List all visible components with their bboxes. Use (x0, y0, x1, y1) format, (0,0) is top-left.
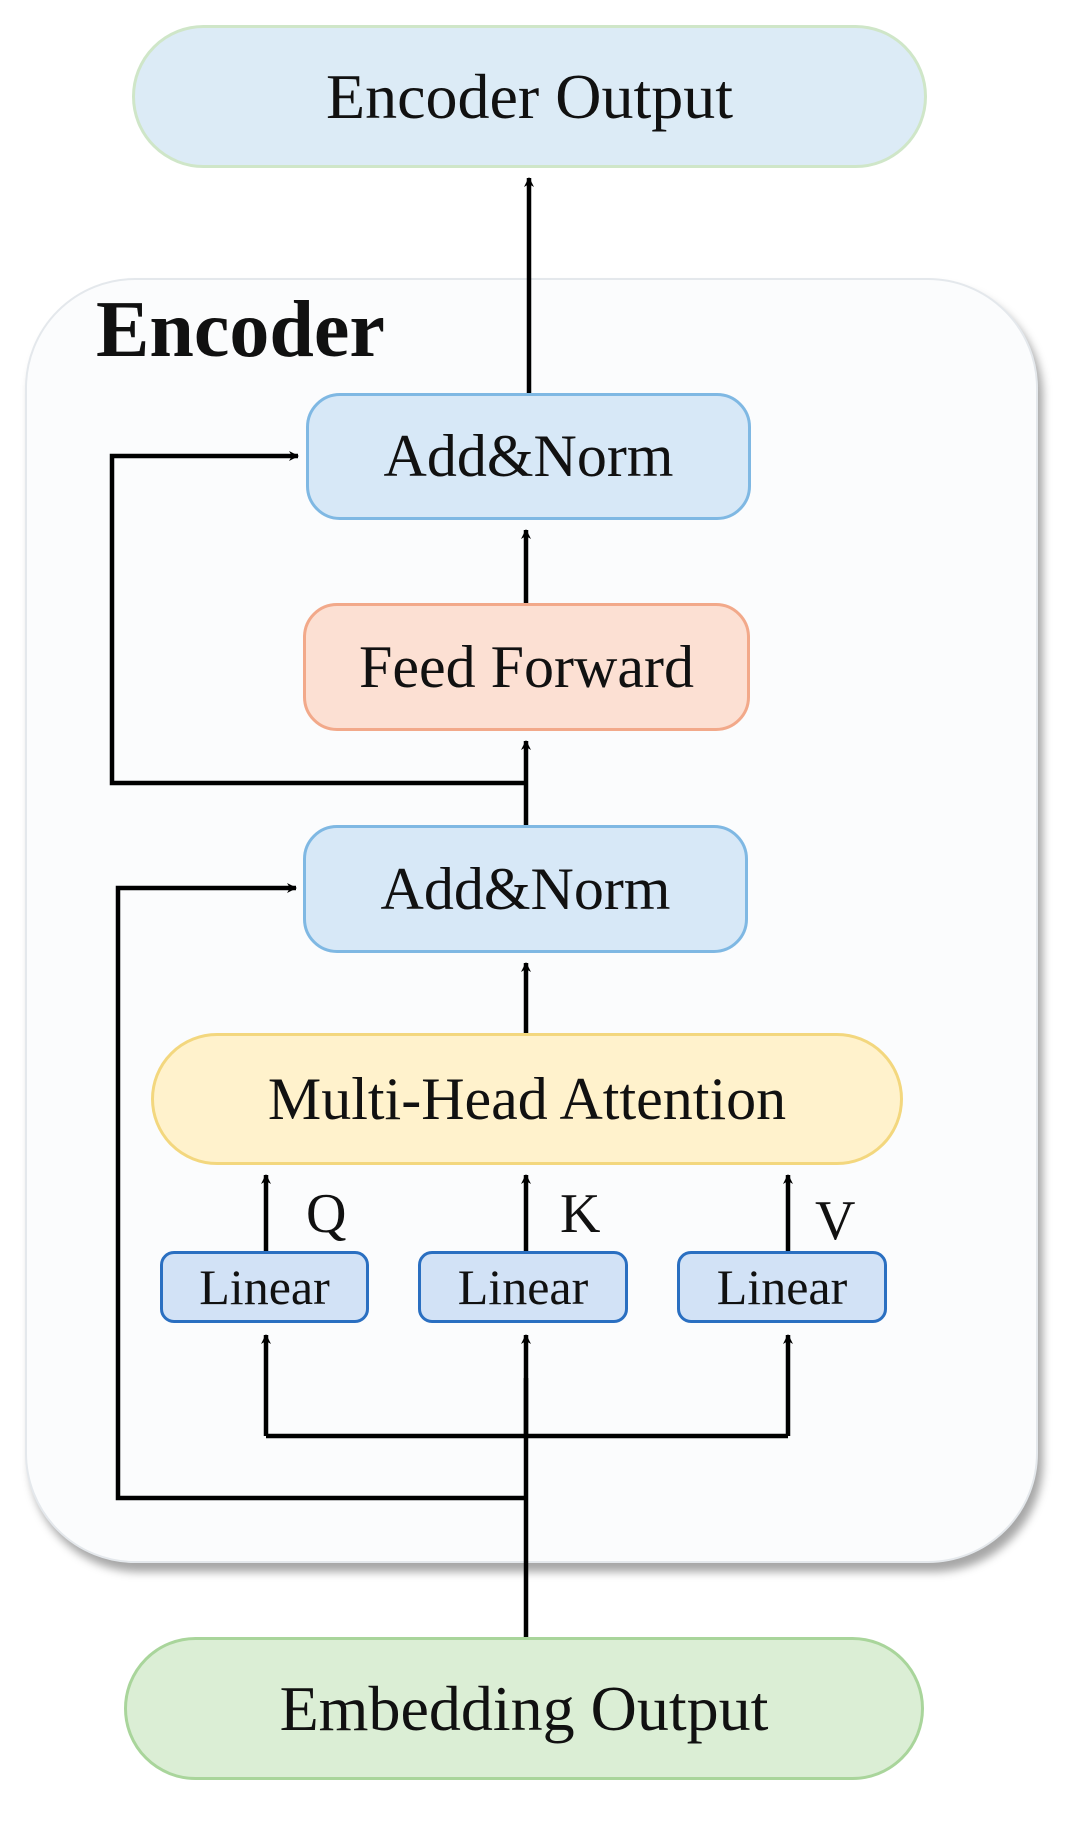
k-label: K (560, 1183, 601, 1245)
multi-head-attention-node: Multi-Head Attention (151, 1033, 903, 1165)
linear-v-node: Linear (677, 1251, 887, 1323)
residual-1-line (115, 883, 526, 1501)
feed-forward-node: Feed Forward (303, 603, 750, 731)
linear-q-node: Linear (160, 1251, 369, 1323)
v-label: V (815, 1190, 856, 1252)
add-norm-top-node: Add&Norm (306, 393, 751, 520)
q-label: Q (306, 1183, 347, 1245)
encoder-title: Encoder (96, 286, 385, 374)
linear-k-node: Linear (418, 1251, 628, 1323)
encoder-output-node: Encoder Output (132, 25, 927, 168)
residual-2-line (109, 451, 526, 786)
embedding-output-node: Embedding Output (124, 1637, 924, 1780)
add-norm-bottom-node: Add&Norm (303, 825, 748, 953)
